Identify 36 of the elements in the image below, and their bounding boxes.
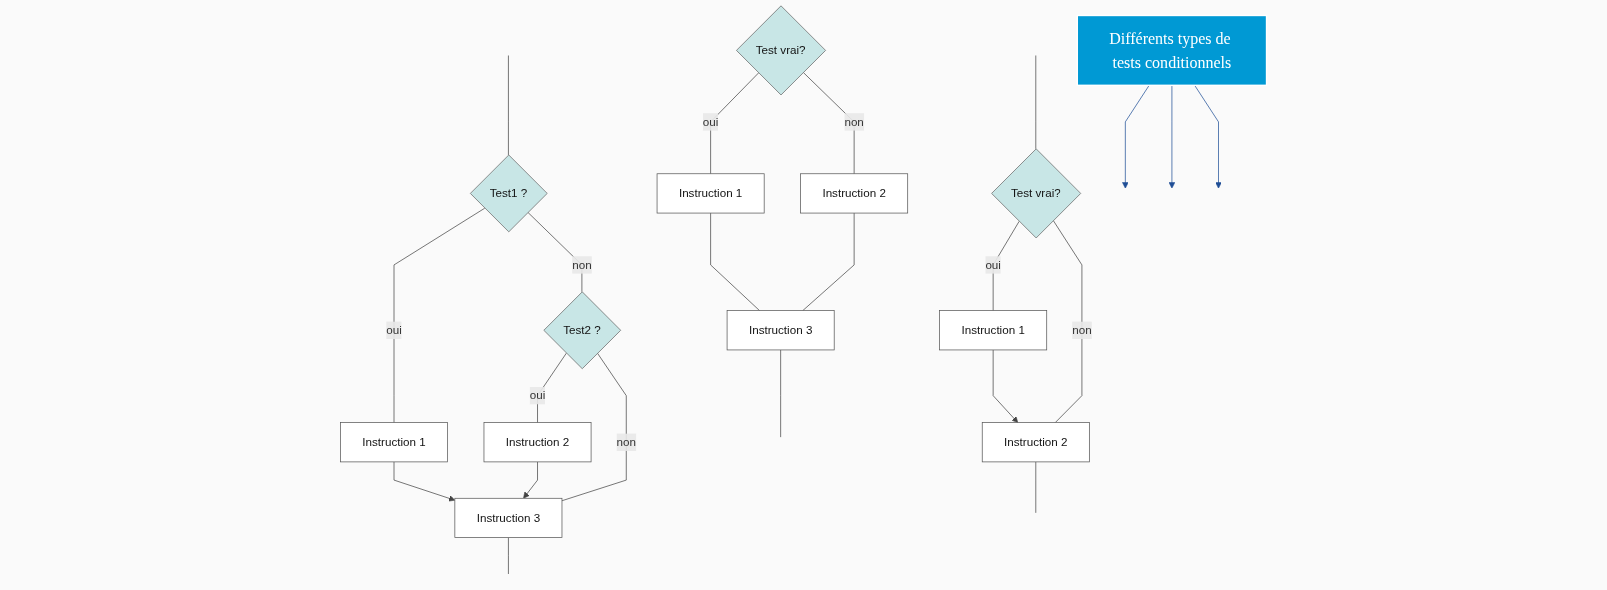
node-box: Instruction 2 [800, 173, 909, 214]
edge-label: non [844, 115, 864, 128]
edge-label: non [1072, 323, 1092, 337]
node-box: Instruction 3 [726, 310, 835, 351]
node-box: Instruction 2 [483, 422, 592, 463]
edge-label: oui [529, 389, 546, 402]
connector [561, 352, 627, 502]
connector [527, 212, 583, 293]
edge-label: non [572, 258, 592, 271]
connector [780, 349, 781, 438]
node-box: Différents types de tests conditionnels [1076, 14, 1268, 87]
node-box: Instruction 3 [454, 497, 563, 538]
node-box: Instruction 1 [340, 422, 448, 463]
connector [508, 55, 509, 156]
connector [393, 207, 486, 423]
connector [537, 352, 567, 423]
node-diamond: Test2 ? [543, 291, 622, 370]
node-diamond: Test1 ? [469, 154, 548, 233]
connector [710, 72, 759, 175]
node-box: Instruction 2 [981, 422, 1090, 463]
edge-label: non [616, 435, 636, 449]
connector [1035, 55, 1037, 150]
node-diamond: Test vrai? [736, 5, 826, 96]
node-box: Instruction 1 [939, 310, 1048, 351]
node-diamond: Test vrai? [991, 148, 1082, 239]
node-box: Instruction 1 [656, 173, 765, 214]
connector [710, 212, 760, 311]
edge-label: oui [985, 258, 1001, 271]
connector [508, 537, 509, 575]
edge-label: oui [702, 115, 719, 128]
connector [802, 72, 855, 175]
connector [992, 220, 1020, 311]
edge-label: oui [386, 323, 402, 337]
connector [1052, 220, 1083, 423]
connector [802, 212, 855, 311]
connector [1035, 461, 1037, 514]
